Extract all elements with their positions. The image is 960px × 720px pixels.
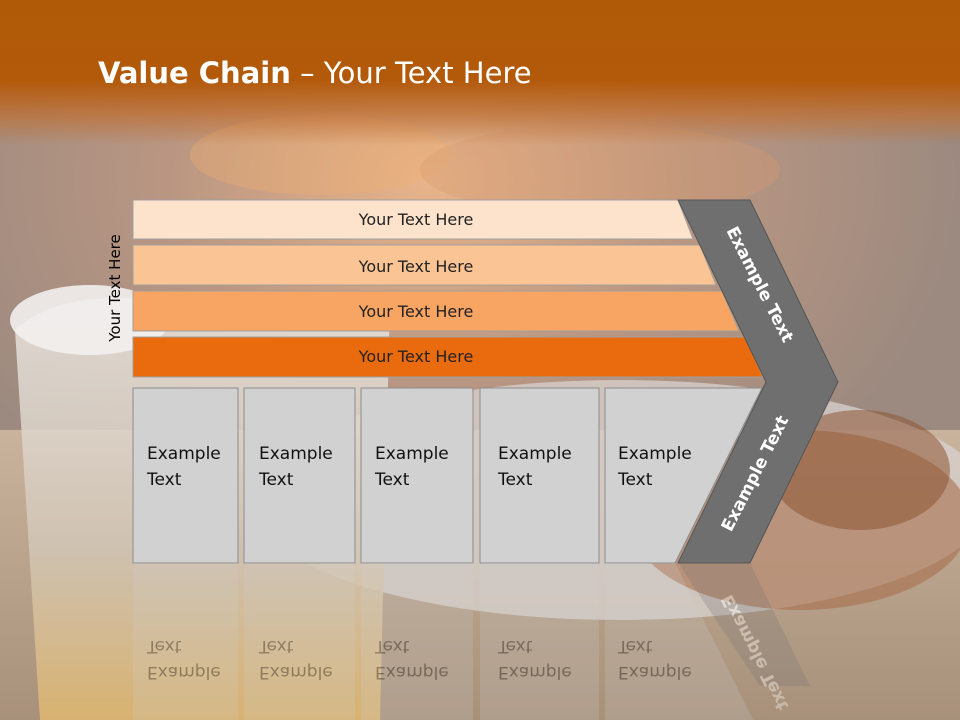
reflection-box-1-line1: Example <box>147 662 221 682</box>
chevron-arrow <box>677 199 839 564</box>
band-3 <box>132 290 740 332</box>
diagram-reflection: Example Text Example Text Example Text E… <box>133 563 810 720</box>
box-2-line2: Text <box>258 470 294 490</box>
reflection-box-3-line2: Text <box>374 636 410 656</box>
reflection-box-2-line1: Example <box>259 662 333 682</box>
title-bold: Value Chain <box>98 56 291 90</box>
band-4 <box>132 336 764 378</box>
box-1-line1: Example <box>147 444 221 464</box>
band-2-label: Your Text Here <box>358 257 474 276</box>
reflection-box-5-line2: Text <box>617 636 653 656</box>
title-bar <box>0 0 960 145</box>
page-title: Value Chain – Your Text Here <box>98 56 532 90</box>
box-5-line2: Text <box>617 470 653 490</box>
box-1-line2: Text <box>146 470 182 490</box>
activity-box-5 <box>604 387 763 564</box>
reflection-box-3-line1: Example <box>375 662 449 682</box>
band-4-label: Your Text Here <box>358 347 474 366</box>
band-3-label: Your Text Here <box>358 302 474 321</box>
box-4-line2: Text <box>497 470 533 490</box>
title-rest: – Your Text Here <box>290 56 532 90</box>
activity-box-4 <box>479 387 600 564</box>
box-4-line1: Example <box>498 444 572 464</box>
reflection-box-1-line2: Text <box>146 636 182 656</box>
reflection-box-5-line1: Example <box>618 662 692 682</box>
band-1-label: Your Text Here <box>358 210 474 229</box>
reflection-box-2-line2: Text <box>258 636 294 656</box>
band-1 <box>132 199 694 240</box>
activity-box-2 <box>243 387 356 564</box>
box-3-line1: Example <box>375 444 449 464</box>
box-2-line1: Example <box>259 444 333 464</box>
box-3-line2: Text <box>374 470 410 490</box>
band-2 <box>132 244 717 286</box>
reflection-box-4-line1: Example <box>498 662 572 682</box>
activity-box-3 <box>360 387 474 564</box>
activity-box-1 <box>132 387 239 564</box>
reflection-box-4-line2: Text <box>497 636 533 656</box>
box-5-line1: Example <box>618 444 692 464</box>
